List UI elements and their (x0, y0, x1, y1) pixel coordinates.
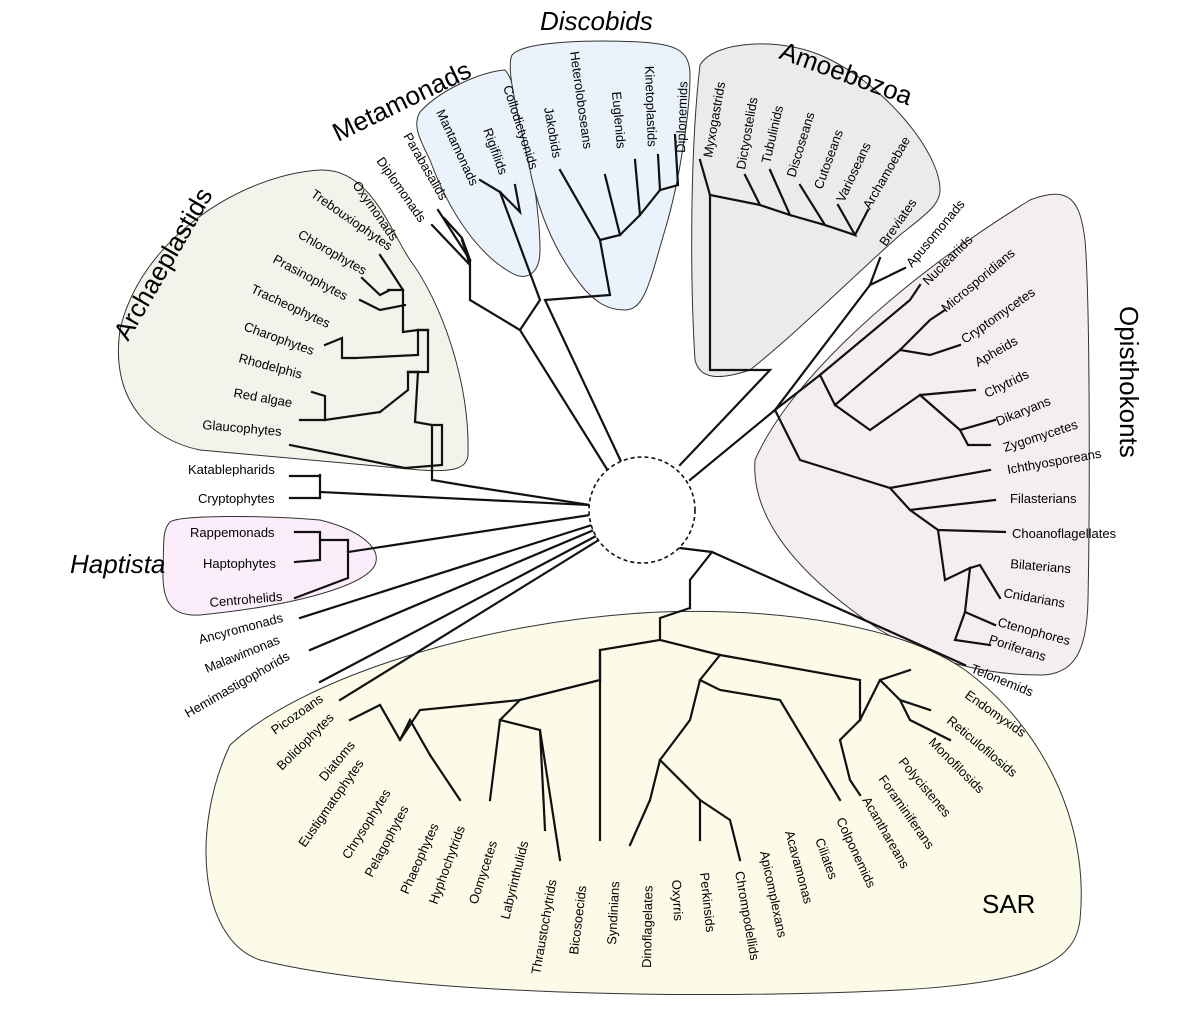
leaf-euglenids: Euglenids (609, 91, 629, 150)
tree-branches (288, 133, 1007, 862)
group-title-haptista: Haptista (70, 549, 165, 579)
leaf-perkinsids: Perkinsids (697, 872, 718, 934)
leaf-glaucophytes: Glaucophytes (202, 417, 283, 439)
root-circle (588, 456, 696, 564)
leaf-katablepharids: Katablepharids (188, 462, 275, 477)
leaf-rappemonads: Rappemonads (190, 525, 275, 540)
group-title-sar: SAR (982, 889, 1035, 919)
hull-opisthokonts (754, 193, 1090, 676)
leaf-haptophytes: Haptophytes (203, 556, 276, 571)
leaf-choanoflagellates: Choanoflagellates (1012, 526, 1117, 541)
leaf-diplonemids: Diplonemids (673, 81, 691, 154)
leaf-kinetoplastids: Kinetoplastids (642, 66, 660, 148)
hull-archaeplastids (118, 169, 469, 472)
leaf-syndinians: Syndinians (604, 880, 622, 945)
leaf-filasterians: Filasterians (1010, 491, 1077, 506)
hull-metamonads (416, 69, 541, 277)
leaf-dinoflagelates: Dinoflagelates (639, 885, 655, 968)
leaf-oxyrris: Oxyrris (669, 879, 686, 921)
hull-haptista (162, 515, 377, 616)
group-title-opisthokonts: Opisthokonts (1114, 306, 1144, 458)
leaf-centrohelids: Centrohelids (209, 589, 284, 610)
group-title-discobids: Discobids (540, 6, 653, 36)
hull-discobids (509, 40, 691, 311)
leaf-cryptophytes: Cryptophytes (198, 491, 275, 506)
hull-sar (205, 610, 1082, 996)
leaf-bilaterians: Bilaterians (1010, 556, 1072, 576)
